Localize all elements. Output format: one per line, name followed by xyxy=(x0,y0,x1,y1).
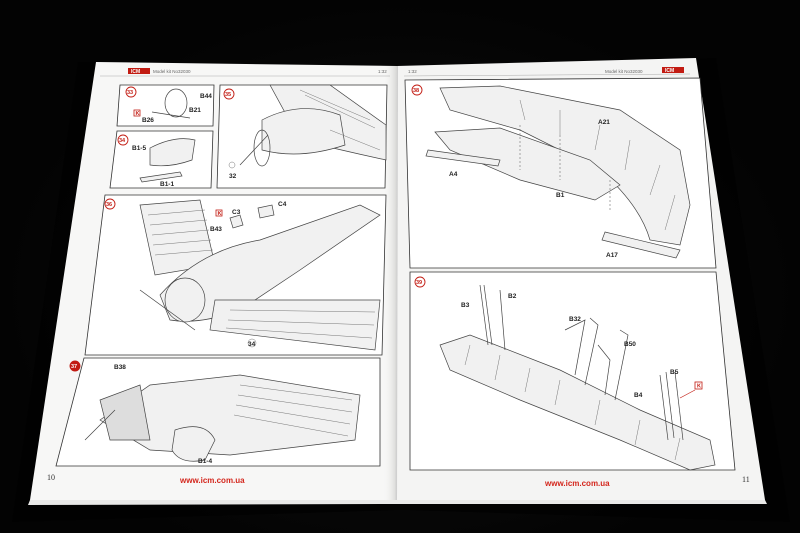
right-logo-badge xyxy=(662,67,684,73)
label-b32: B32 xyxy=(569,316,581,323)
step-37-number: 37 xyxy=(71,364,77,370)
label-b50: B50 xyxy=(624,341,636,348)
step-33-number: 33 xyxy=(127,90,133,96)
label-b44: B44 xyxy=(200,93,212,100)
marker-k-33 xyxy=(133,109,141,117)
step-34-number: 34 xyxy=(119,138,126,144)
left-header-model: Model kit No32030 xyxy=(153,69,191,74)
left-url: www.icm.com.ua xyxy=(179,476,245,485)
label-a17: A17 xyxy=(606,252,618,259)
label-b1-5: B1-5 xyxy=(132,145,146,152)
step-35-number: 35 xyxy=(225,92,231,98)
label-c4: C4 xyxy=(278,201,287,208)
marker-k-39 xyxy=(694,381,703,390)
label-b3: B3 xyxy=(461,302,470,309)
right-logo: ICM xyxy=(665,68,674,74)
fuselage-drawing-37 xyxy=(99,374,361,456)
right-header-model: Model kit No32030 xyxy=(605,69,643,74)
label-a4: A4 xyxy=(449,171,458,178)
step-39-number: 39 xyxy=(416,280,422,286)
svg-text:K: K xyxy=(136,111,140,117)
cowling-part-drawing xyxy=(149,138,196,167)
label-b2: B2 xyxy=(508,293,517,300)
step-33-badge xyxy=(125,86,137,98)
step-38-number: 38 xyxy=(413,88,419,94)
label-32: 32 xyxy=(229,173,237,180)
wing-right-drawing-36 xyxy=(209,299,381,351)
right-header-scale: 1:32 xyxy=(408,69,417,74)
label-34: 34 xyxy=(248,341,256,348)
left-logo: ICM xyxy=(131,69,140,75)
right-url: www.icm.com.ua xyxy=(544,479,610,488)
svg-text:K: K xyxy=(697,384,701,390)
label-b26: B26 xyxy=(142,117,154,124)
right-page-number: 11 xyxy=(742,475,750,484)
label-b5: B5 xyxy=(670,369,679,376)
wing-drawing-39 xyxy=(439,334,716,471)
label-b21: B21 xyxy=(189,107,201,114)
left-logo-badge xyxy=(128,68,150,74)
label-b4: B4 xyxy=(634,392,643,399)
label-b1: B1 xyxy=(556,192,565,199)
label-c3: C3 xyxy=(232,209,241,216)
left-header-scale: 1:32 xyxy=(378,69,387,74)
left-page-number: 10 xyxy=(47,473,55,482)
propeller-hub-drawing xyxy=(164,88,188,118)
label-b1-1: B1-1 xyxy=(160,181,174,188)
label-b1-4: B1-4 xyxy=(198,458,212,465)
label-b38: B38 xyxy=(114,364,126,371)
svg-text:K: K xyxy=(218,211,222,217)
step-36-number: 36 xyxy=(106,202,112,208)
marker-k-36 xyxy=(215,209,223,217)
label-a21: A21 xyxy=(598,119,610,126)
label-b43: B43 xyxy=(210,226,222,233)
